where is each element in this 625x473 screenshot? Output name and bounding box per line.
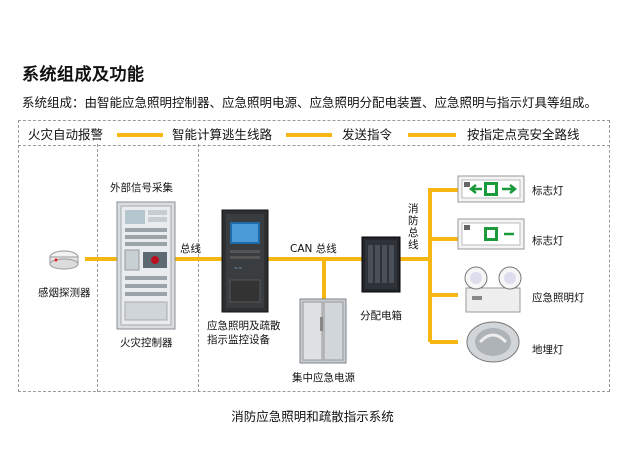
wire-branch-3 (430, 293, 458, 297)
buried-light-icon (466, 321, 520, 363)
header-divider (18, 145, 610, 146)
sign-light-label-2: 标志灯 (532, 235, 564, 247)
step-fire-alarm: 火灾自动报警 (28, 127, 104, 142)
emergency-light-label: 应急照明灯 (532, 292, 585, 304)
smoke-detector-icon (49, 250, 79, 270)
exit-sign-right-icon (457, 175, 525, 203)
step-arrow-2 (286, 133, 332, 137)
column-divider-2 (198, 144, 199, 392)
distribution-box-label: 分配电箱 (360, 310, 402, 322)
fire-bus-label: 消防总线 (408, 203, 419, 251)
wire-power-drop (322, 259, 326, 301)
step-arrow-1 (117, 133, 163, 137)
fire-controller-label: 火灾控制器 (120, 337, 173, 349)
wire-can-bus (268, 257, 364, 261)
emergency-light-icon (464, 266, 522, 313)
monitor-label-line1: 应急照明及疏散 (207, 320, 281, 332)
smoke-detector-label: 感烟探测器 (38, 287, 91, 299)
step-light-route: 按指定点亮安全路线 (467, 127, 580, 142)
wire-branch-1 (430, 188, 458, 192)
external-signal-label: 外部信号采集 (110, 182, 173, 194)
fire-controller-image (116, 201, 176, 330)
wire-branch-4 (430, 340, 458, 344)
sign-light-label-1: 标志灯 (532, 185, 564, 197)
svg-text:~~: ~~ (234, 266, 242, 272)
buried-light-label: 地埋灯 (532, 344, 564, 356)
step-arrow-3 (408, 133, 456, 137)
distribution-box-image (361, 236, 401, 293)
monitor-cabinet-image: ~~ (221, 209, 269, 313)
system-description: 系统组成：由智能应急照明控制器、应急照明电源、应急照明分配电装置、应急照明与指示… (22, 95, 598, 110)
section-title: 系统组成及功能 (22, 65, 145, 85)
monitor-label-line2: 指示监控设备 (207, 334, 270, 346)
step-compute-route: 智能计算逃生线路 (172, 127, 273, 142)
central-power-label: 集中应急电源 (292, 372, 355, 384)
can-bus-label: CAN 总线 (290, 243, 337, 255)
wire-fire-bus (398, 257, 430, 261)
column-divider-1 (97, 144, 98, 392)
wire-branch-2 (430, 237, 458, 241)
step-send-command: 发送指令 (342, 127, 393, 142)
bus-label: 总线 (180, 243, 201, 255)
wire-trunk (428, 188, 432, 342)
diagram-caption: 消防应急照明和疏散指示系统 (231, 409, 394, 424)
diagram-frame (18, 120, 610, 392)
wire-bus (172, 257, 222, 261)
wire-detector-controller (85, 257, 117, 261)
exit-sign-left-icon (457, 218, 525, 250)
central-power-image (299, 298, 347, 364)
